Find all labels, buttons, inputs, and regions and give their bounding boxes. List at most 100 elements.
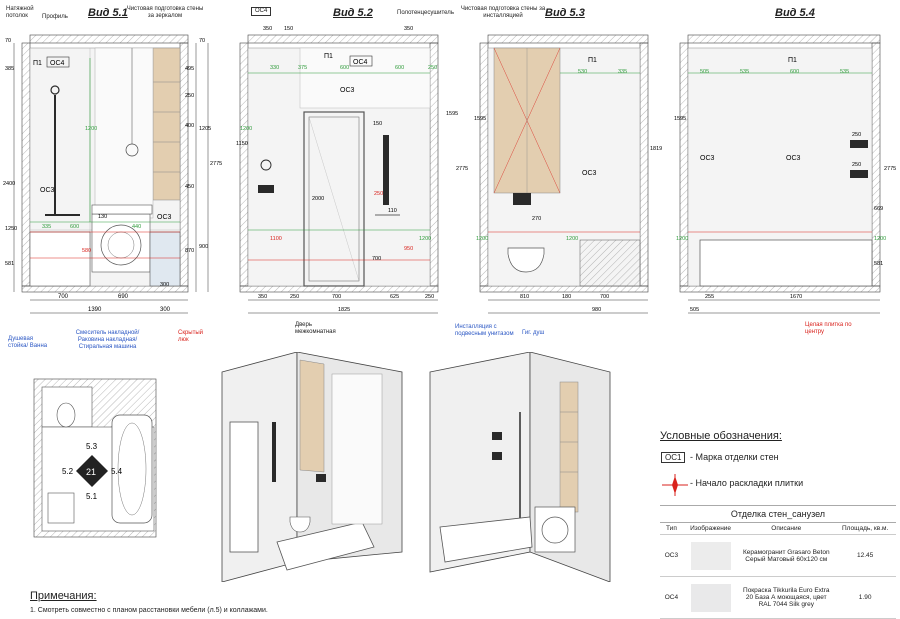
v2-bot-1: 250 — [290, 294, 299, 300]
plan-label-21: 21 — [86, 467, 96, 477]
swatch-oc4 — [690, 583, 731, 612]
v2-side-8: 1200 — [419, 236, 431, 242]
v3-bot-3: 980 — [592, 307, 601, 313]
v1-side-dim-3: 1250 — [5, 226, 17, 232]
iso2-bathtub — [439, 516, 533, 563]
v1-side-dim-6: 250 — [185, 93, 194, 99]
v4-side-6: 250 — [852, 162, 861, 168]
v2-side-9: 110 — [388, 208, 397, 214]
v1-dim-1: 690 — [118, 294, 129, 300]
v2-bot-4: 250 — [425, 294, 434, 300]
table-row-type: ОС4 — [660, 576, 683, 619]
v2-side-10: 150 — [373, 121, 382, 127]
view-5-3: 530 335 810 180 700 980 1595 1819 1200 1… — [474, 34, 662, 314]
view-title-5-1: Вид 5.1 — [88, 7, 128, 19]
v3-toilet — [507, 247, 545, 273]
table-header-area: Площадь, кв.м. — [834, 523, 896, 535]
table-row: ОС4 Покраска Tikkurila Euro Extra 20 Баз… — [660, 576, 896, 619]
label-ceiling: Натяжной потолок — [6, 6, 34, 19]
plan-label-54: 5.4 — [111, 467, 123, 476]
callout-hyg-shower: Гиг. душ — [522, 330, 545, 336]
legend-code-box: ОС1 — [661, 452, 686, 463]
v4-top-1: 535 — [740, 69, 749, 75]
v1-p1: П1 — [33, 60, 42, 67]
v2-side-5: 2000 — [312, 196, 324, 202]
label-towel-dryer: Полотенцесушитель — [397, 10, 454, 16]
view-title-5-4: Вид 5.4 — [775, 7, 815, 19]
v3-side-3: 1200 — [566, 236, 578, 242]
v1-inner-5: 130 — [98, 214, 107, 220]
v3-flush-button — [513, 193, 531, 205]
v1-dim-0: 700 — [58, 294, 69, 300]
v1-side-dim-0: 70 — [5, 38, 11, 44]
v1-washing-machine — [91, 213, 151, 273]
v4-shelf-2 — [850, 170, 868, 178]
v1-shower-head — [50, 85, 60, 95]
legend-title: Условные обозначения: — [660, 430, 782, 442]
isometric-view-2 — [429, 352, 611, 582]
callout-door: Дверь межкомнатная — [295, 322, 336, 335]
v2-top-4: 600 — [340, 65, 349, 71]
v1-side-dim-9: 1205 — [199, 126, 211, 132]
v1-side-dim-5: 495 — [185, 66, 194, 72]
iso1-bathtub — [276, 521, 375, 571]
v1-inner-4: 580 — [82, 248, 91, 254]
v2-top-0: 350 — [263, 26, 272, 32]
v4-bot-0: 505 — [690, 307, 699, 313]
v4-side-2: 1200 — [676, 236, 688, 242]
v4-bot-2: 1670 — [790, 294, 802, 300]
v1-side-dim-1: 385 — [5, 66, 14, 72]
view-title-5-2: Вид 5.2 — [333, 7, 373, 19]
v1-dim-3: 300 — [160, 307, 171, 313]
tile-start-icon — [662, 474, 688, 496]
callout-whole-tile: Целая плитка по центру — [805, 322, 852, 335]
v1-left-wall — [21, 42, 31, 287]
v4-side-4: 250 — [852, 132, 861, 138]
view-5-1: 700 690 1390 300 70 385 2400 1250 581 49… — [3, 34, 222, 314]
v1-side-dim-7: 400 — [185, 123, 194, 129]
view-title-5-3: Вид 5.3 — [545, 7, 585, 19]
v2-side-7: 950 — [404, 246, 413, 252]
v2-door — [303, 111, 365, 287]
callout-hidden-hatch: Скрытый люк — [178, 330, 204, 343]
isometric-view-1 — [221, 352, 403, 582]
v4-side-1: 2775 — [884, 166, 896, 172]
v2-oc3: ОС3 — [340, 87, 355, 94]
notes-item-1: 1. Смотреть совместно с планом расстанов… — [30, 607, 268, 614]
view-5-2: 350 150 330 375 600 600 250 350 350 250 … — [236, 26, 468, 314]
table-row-desc: Покраска Tikkurila Euro Extra 20 База А … — [738, 576, 835, 619]
v3-bot-2: 700 — [600, 294, 609, 300]
plan-label-51: 5.1 — [86, 492, 98, 501]
v3-top-0: 530 — [578, 69, 587, 75]
v2-top-6: 250 — [428, 65, 437, 71]
label-profile: Профиль — [42, 14, 68, 20]
v2-top-7: 350 — [404, 26, 413, 32]
callout-installation: Инсталляция с подвесным унитазом — [455, 324, 514, 337]
iso1-wood-panel — [299, 359, 325, 473]
plan-label-53: 5.3 — [86, 442, 98, 451]
v3-bot-1: 180 — [562, 294, 571, 300]
v2-bot-5: 1825 — [338, 307, 350, 313]
v2-top-2: 330 — [270, 65, 279, 71]
v3-p1: П1 — [588, 57, 597, 64]
v2-top-1: 150 — [284, 26, 293, 32]
v1-side-dim-2: 2400 — [3, 181, 15, 187]
v3-top-1: 335 — [618, 69, 627, 75]
elevations-svg: 700 690 1390 300 70 385 2400 1250 581 49… — [3, 26, 896, 314]
table-header-image: Изображение — [682, 523, 739, 535]
iso2-shelf — [559, 381, 579, 513]
swatch-oc3 — [690, 541, 731, 570]
v2-side-6: 700 — [372, 256, 381, 262]
v1-oc3-b: ОС3 — [157, 214, 172, 221]
v1-dim-2: 1390 — [88, 307, 102, 313]
notes-title: Примечания: — [30, 590, 97, 602]
v1-inner-2: 600 — [70, 224, 79, 230]
table-header-desc: Описание — [738, 523, 835, 535]
iso2-washing-machine — [534, 506, 576, 553]
v1-side-dim-10: 2775 — [210, 161, 222, 167]
v4-bot-1: 255 — [705, 294, 714, 300]
v2-side-3: 1200 — [240, 126, 252, 132]
label-mirror-prep: Чистовая подготовка стены за зеркалом — [126, 6, 204, 19]
v2-bot-3: 625 — [390, 294, 399, 300]
v1-inner-6: 300 — [160, 282, 169, 288]
